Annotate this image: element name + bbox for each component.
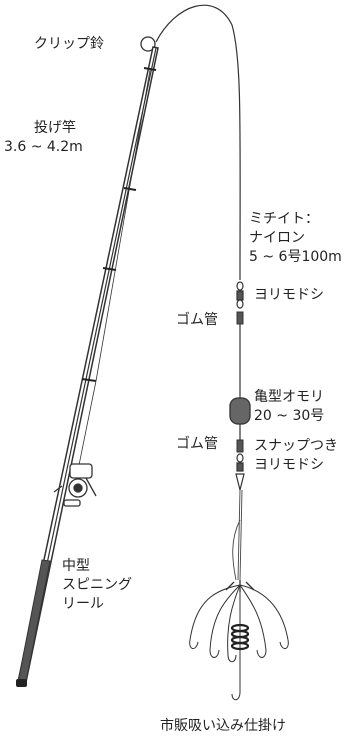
mainline-title-label: ミチイト： (249, 211, 319, 227)
rubber-tube-icon (236, 311, 244, 325)
rod-length-label: 3.6 ~ 4.2m (4, 139, 83, 155)
main-line (155, 4, 241, 281)
clip-bell-icon (140, 36, 156, 52)
sinker-weight-label: 20 ~ 30号 (254, 408, 325, 424)
rubber-tube-label: ゴム管 (176, 312, 218, 328)
sinker-icon (229, 397, 251, 425)
snap-swivel-label-2: ヨリモドシ (254, 457, 324, 473)
mainline-spec-label: 5 ~ 6号100m (249, 249, 342, 265)
rubber-tube-icon-2 (236, 439, 244, 453)
rig-label: 市販吸い込み仕掛け (160, 718, 286, 734)
reel-label-3: リール (62, 596, 104, 612)
snap-swivel-label-1: スナップつき (254, 438, 338, 454)
clip-bell-label: クリップ鈴 (34, 36, 104, 52)
rod-name-label: 投げ竿 (34, 120, 76, 136)
mainline-material-label: ナイロン (249, 230, 305, 246)
swivel-label: ヨリモドシ (254, 287, 324, 303)
snap-swivel-icon (235, 453, 245, 491)
spinning-reel-icon (53, 463, 97, 507)
rod-butt-cap (16, 679, 27, 687)
line-to-reel (77, 69, 151, 471)
rig-trunk (232, 489, 243, 581)
swivel-icon (236, 281, 244, 309)
reel-label-1: 中型 (62, 558, 90, 574)
rig-hooks (189, 580, 289, 701)
sinker-name-label: 亀型オモリ (254, 389, 324, 405)
spring-icon (230, 623, 250, 651)
reel-label-2: スピニング (62, 577, 132, 593)
rubber-tube-label-2: ゴム管 (176, 436, 218, 452)
rod-guides (81, 67, 157, 382)
rod-grip (17, 559, 51, 683)
